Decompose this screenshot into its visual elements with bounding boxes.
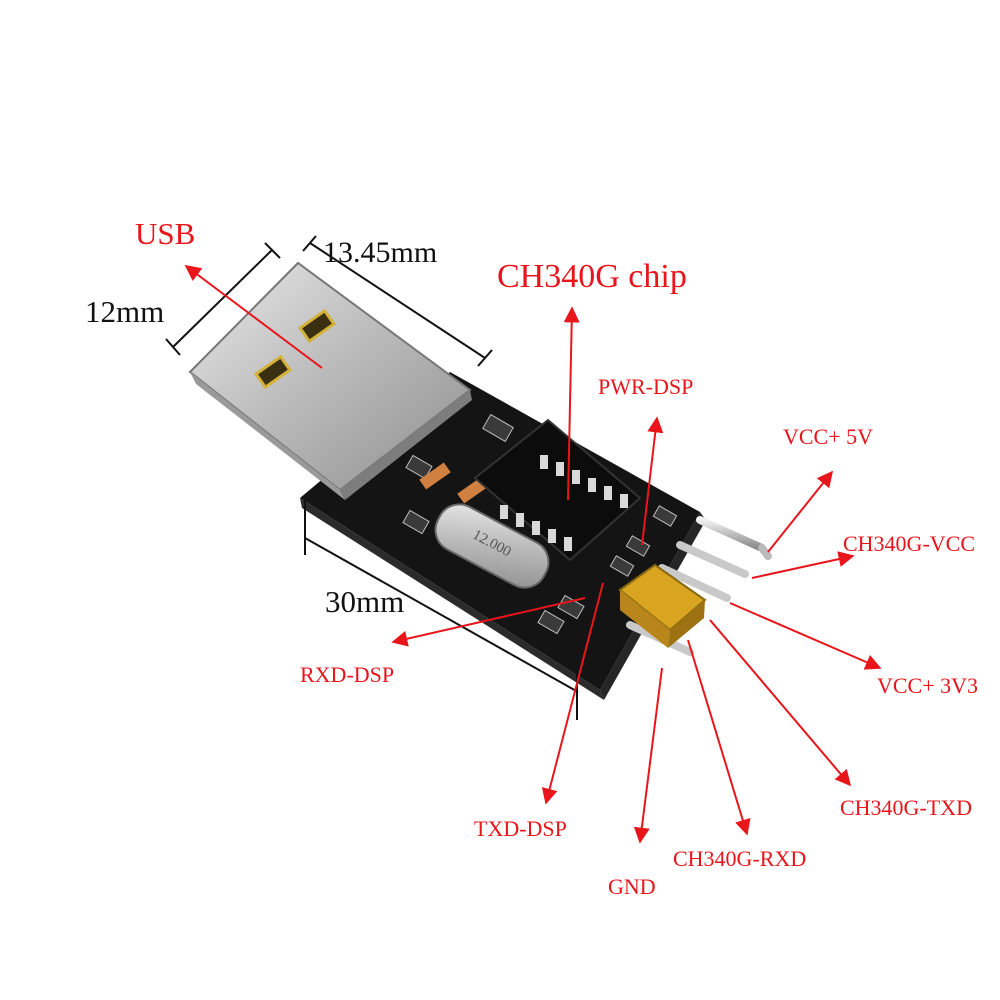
rxd-dsp-label: RXD-DSP [300,662,394,687]
pwr-dsp-label: PWR-DSP [598,374,693,399]
ch340g-rxd-label: CH340G-RXD [673,846,806,871]
dimension-lines [165,235,579,720]
smd-components [402,413,678,635]
pwr-dsp-arrow [641,416,664,546]
rxd-dsp-arrow [391,597,586,647]
vcc-3v3-label: VCC+ 3V3 [877,673,978,698]
usb-connector [188,261,472,500]
vcc-3v3-arrow [729,602,882,670]
crystal-oscillator: 12.000 [434,503,550,589]
gnd-arrow [633,667,663,844]
txd-dsp-label: TXD-DSP [474,816,567,841]
ch340g-txd-label: CH340G-TXD [840,795,972,820]
ch340g-rxd-arrow [687,639,751,836]
ch340g-vcc-label: CH340G-VCC [843,531,975,556]
annotation-arrows [184,265,882,844]
gnd-label: GND [608,874,656,899]
vcc-5v-label: VCC+ 5V [783,424,873,449]
chip-arrow [563,306,580,501]
width-label: 12mm [85,294,164,329]
usb-label: USB [135,216,195,251]
usb-arrow [184,265,323,369]
ch340g-vcc-arrow [751,551,855,579]
chip-label: CH340G chip [497,258,687,295]
length-label: 30mm [325,584,404,619]
depth-label: 13.45mm [323,236,437,269]
ch340g-txd-arrow [709,619,852,787]
ch340g-chip [473,418,642,562]
jumper-cap [618,563,707,648]
vcc-5v-arrow [767,470,833,553]
txd-dsp-arrow [541,582,604,805]
